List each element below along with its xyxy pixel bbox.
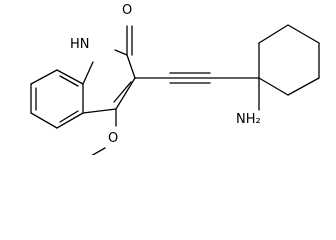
bond: [56, 69, 84, 85]
double-bond-inner: [59, 110, 79, 123]
pyridinone-ring: [82, 25, 136, 114]
bond: [82, 61, 94, 85]
structure-canvas: O HN O NH₂: [30, 3, 320, 155]
methoxy-group: [91, 108, 117, 155]
bond: [287, 77, 320, 96]
double-bond-inner: [59, 75, 79, 87]
cyclohexane-ring: [258, 24, 320, 111]
bond: [258, 24, 289, 44]
methyl-bond: [91, 147, 106, 155]
bond: [82, 108, 117, 114]
ring-nitrogen-label: HN: [70, 37, 90, 52]
methoxy-oxygen-label: O: [108, 131, 118, 146]
bond: [56, 112, 84, 129]
bond: [115, 77, 136, 110]
bond: [114, 49, 128, 56]
bond: [258, 77, 289, 96]
benzene-ring: [30, 69, 84, 129]
bond: [126, 54, 136, 79]
bond: [30, 112, 58, 129]
amine-label: NH₂: [236, 112, 261, 127]
alkyne-linker: [134, 72, 260, 84]
double-bond-inner: [113, 81, 132, 103]
carbonyl-oxygen-label: O: [122, 3, 132, 18]
molecule-diagram: O HN O NH₂: [30, 3, 320, 155]
bond: [30, 69, 58, 85]
bond: [287, 24, 320, 44]
